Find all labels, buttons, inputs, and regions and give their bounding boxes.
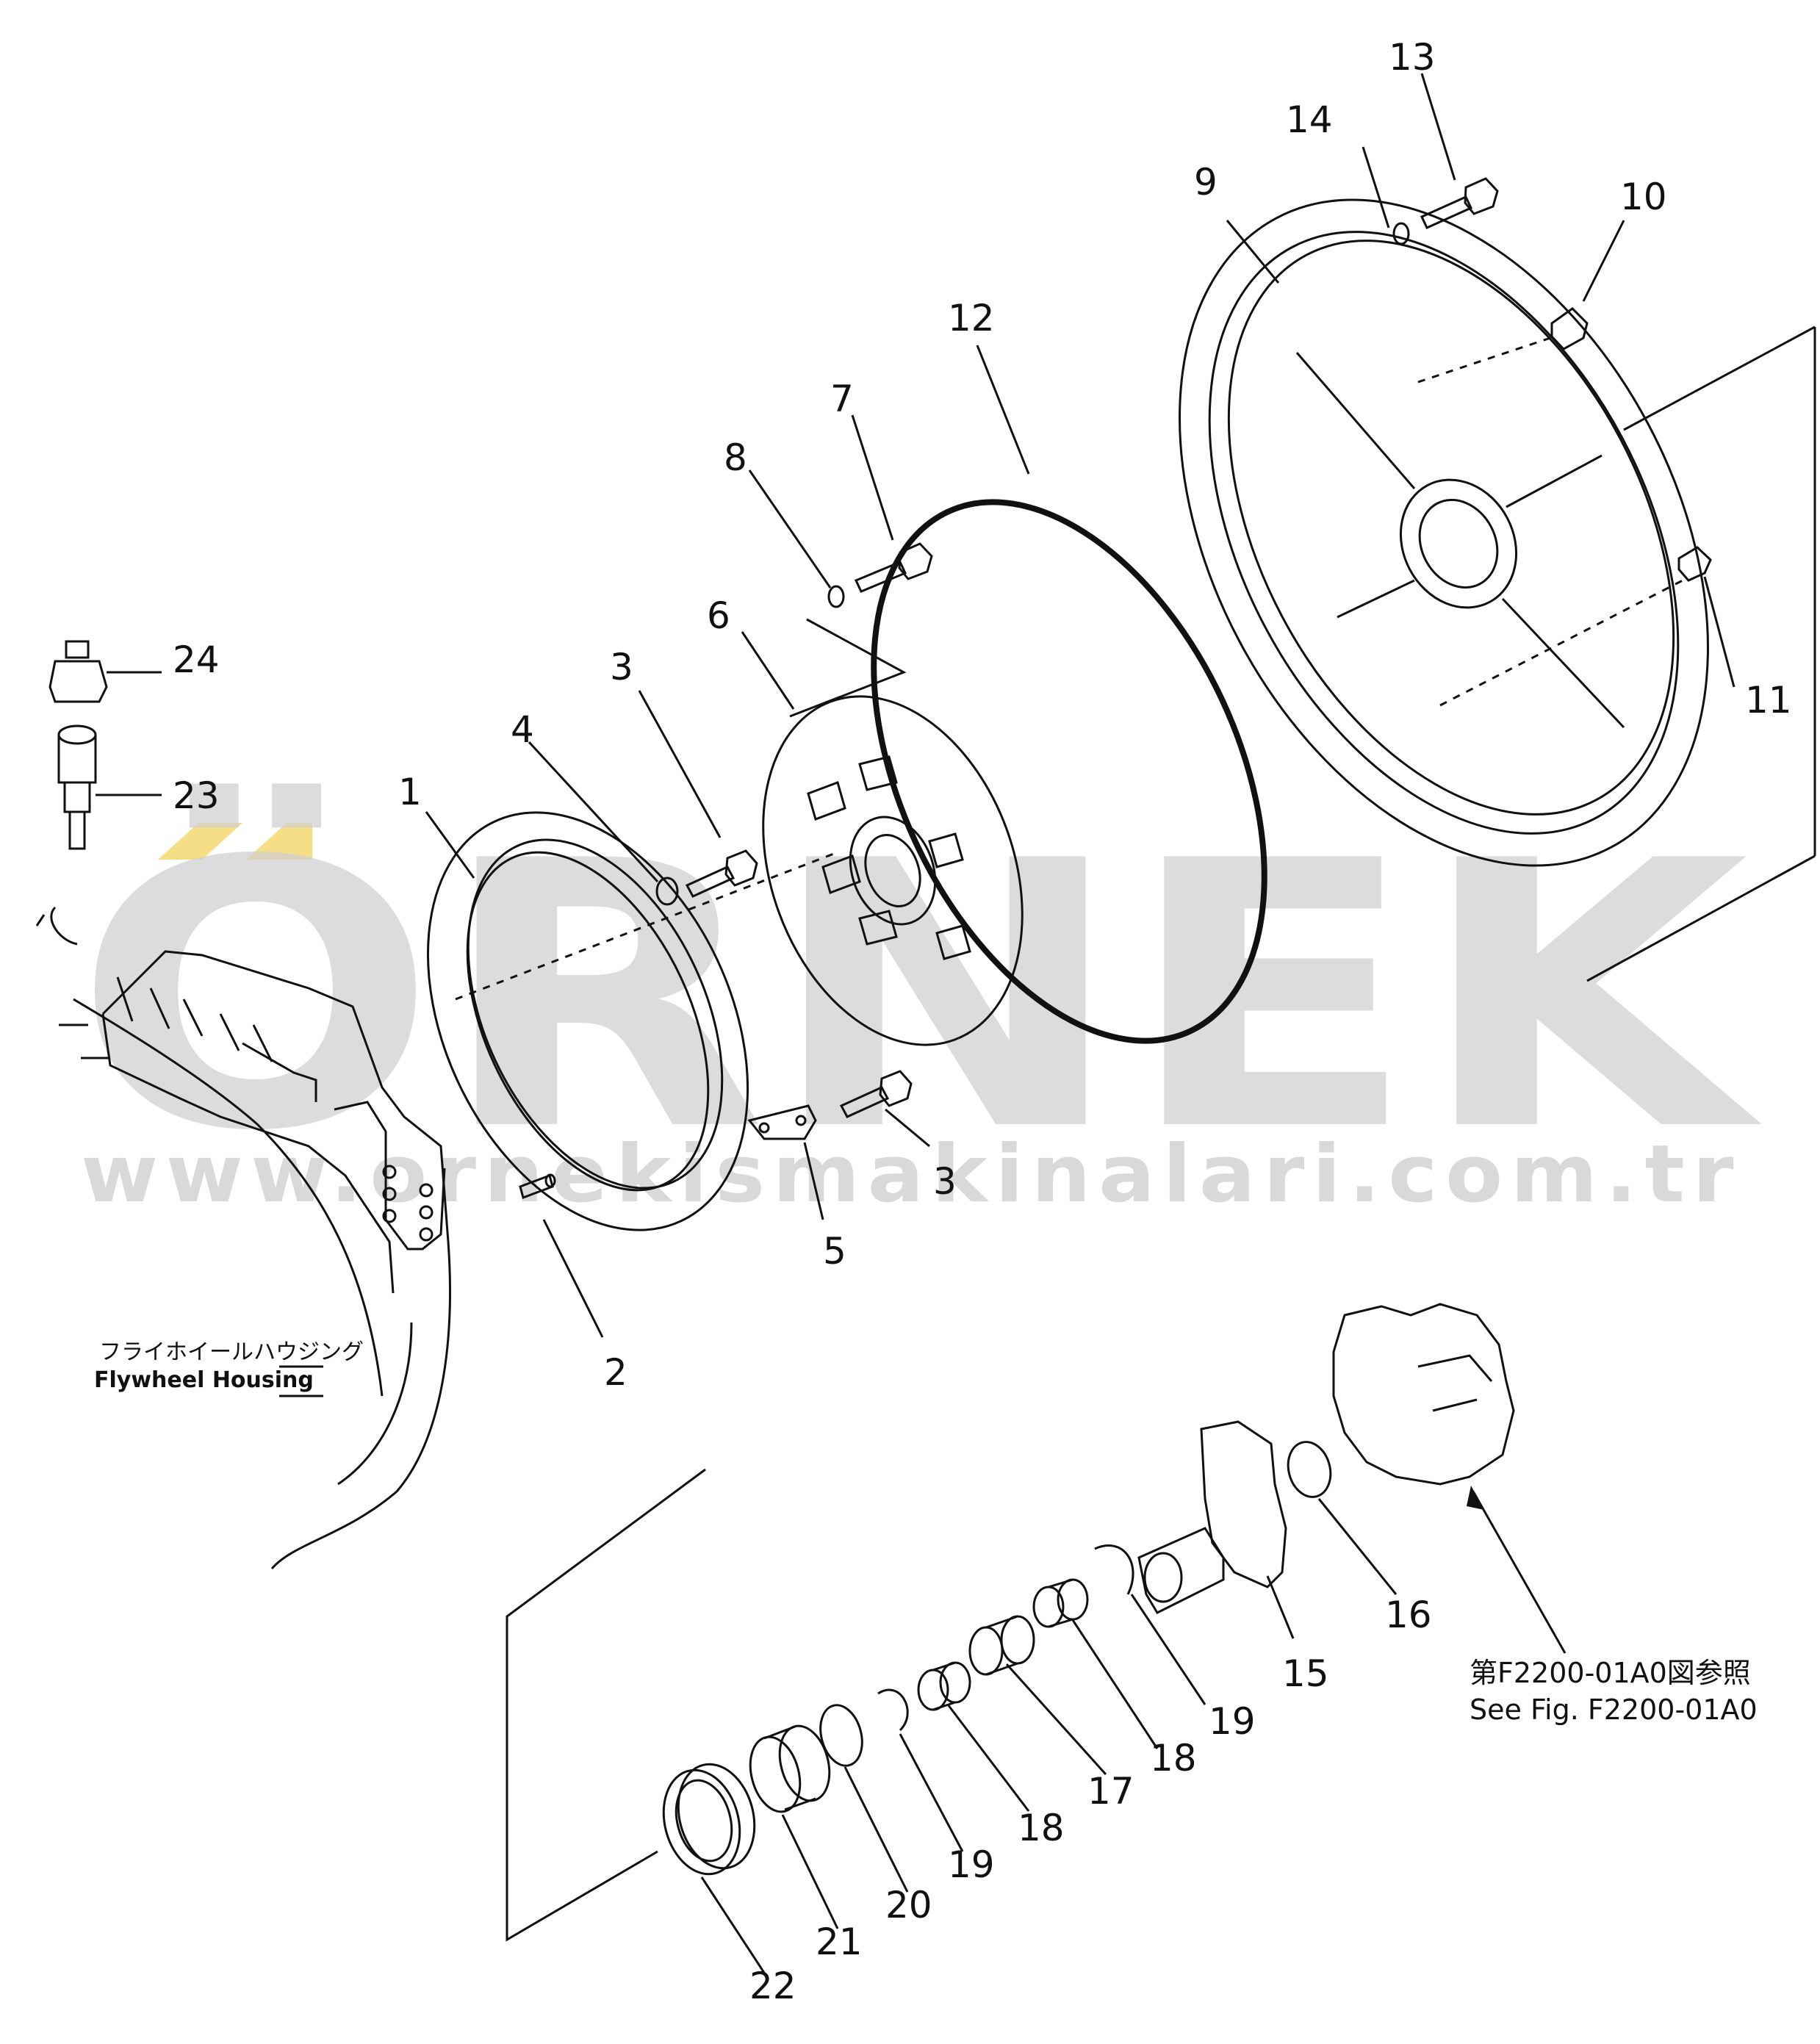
callout-2: 2 bbox=[604, 1351, 627, 1394]
callout-numbers: 1 2 3 3 4 5 6 7 8 9 10 11 12 13 14 15 16… bbox=[173, 36, 1792, 2007]
see-fig-arrow bbox=[1472, 1491, 1567, 1654]
axis-dashed-upper bbox=[1417, 337, 1551, 384]
part-24-sensor-cap bbox=[48, 640, 162, 703]
callout-21: 21 bbox=[816, 1921, 863, 1963]
callout-6: 6 bbox=[707, 594, 730, 637]
callout-18-upper: 18 bbox=[1150, 1737, 1197, 1779]
part-4-washer bbox=[655, 877, 679, 906]
part-7-bolt bbox=[854, 542, 933, 593]
callout-5: 5 bbox=[823, 1230, 846, 1273]
flywheel-housing bbox=[35, 906, 451, 1569]
part-15-output-hub bbox=[1137, 1420, 1287, 1614]
watermark-url: www.ornekismakinalari.com.tr bbox=[81, 1129, 1741, 1220]
callout-18-lower: 18 bbox=[1018, 1807, 1065, 1849]
umlaut-mark-left bbox=[158, 823, 242, 860]
callout-8: 8 bbox=[724, 436, 747, 479]
callout-15: 15 bbox=[1282, 1652, 1329, 1695]
part-13-bolt bbox=[1420, 177, 1499, 229]
callout-12: 12 bbox=[948, 297, 995, 339]
callout-19-upper: 19 bbox=[1209, 1700, 1256, 1743]
callout-4: 4 bbox=[511, 708, 534, 751]
part-3-bolt-upper bbox=[685, 849, 758, 898]
see-fig-label-en: See Fig. F2200-01A0 bbox=[1470, 1694, 1758, 1726]
part-16-snap-ring bbox=[1287, 1441, 1332, 1498]
callout-3-lower: 3 bbox=[933, 1160, 957, 1203]
part-18-bearing-upper bbox=[1032, 1578, 1089, 1628]
callout-9: 9 bbox=[1194, 161, 1217, 204]
lower-group-bracket bbox=[506, 1468, 706, 1942]
part-23-sensor-body bbox=[57, 724, 162, 850]
flywheel-housing-label-en: Flywheel Housing bbox=[94, 1367, 314, 1393]
leader-6-7-8 bbox=[789, 618, 907, 718]
part-21-bushing bbox=[749, 1724, 831, 1813]
see-fig-arrowhead bbox=[1467, 1486, 1484, 1510]
part-9-cover-housing bbox=[1179, 198, 1816, 982]
part-5-lock-plate bbox=[747, 1104, 817, 1140]
part-8-washer bbox=[827, 585, 845, 608]
callout-17: 17 bbox=[1087, 1770, 1134, 1813]
part-2-dowel-pin bbox=[519, 1173, 556, 1199]
axis-dashed-left bbox=[455, 851, 838, 1001]
callout-16: 16 bbox=[1385, 1594, 1432, 1636]
part-17-spacer bbox=[968, 1615, 1035, 1676]
part-20-o-ring bbox=[819, 1704, 863, 1767]
callout-24: 24 bbox=[173, 638, 220, 681]
part-11-plug bbox=[1677, 546, 1712, 582]
leader-lines bbox=[425, 73, 1736, 1973]
callout-13: 13 bbox=[1389, 36, 1436, 79]
callout-14: 14 bbox=[1286, 98, 1333, 141]
callout-20: 20 bbox=[885, 1884, 932, 1926]
referenced-coupling-assembly bbox=[1332, 1303, 1515, 1486]
callout-10: 10 bbox=[1620, 176, 1667, 218]
callout-11: 11 bbox=[1745, 679, 1792, 721]
part-19-snap-ring-lower bbox=[877, 1688, 909, 1732]
flywheel-housing-label-jp: フライホイールハウジング bbox=[99, 1339, 364, 1365]
callout-3-upper: 3 bbox=[610, 646, 633, 688]
callout-19-lower: 19 bbox=[948, 1843, 995, 1886]
part-12-o-ring bbox=[871, 499, 1267, 1044]
part-10-plug bbox=[1550, 307, 1589, 350]
callout-7: 7 bbox=[830, 378, 854, 420]
callout-1: 1 bbox=[398, 771, 422, 813]
part-19-snap-ring-upper bbox=[1094, 1544, 1134, 1595]
part-18-bearing-lower bbox=[917, 1661, 971, 1711]
part-1-ring-gear bbox=[426, 811, 749, 1231]
axis-dashed-lower bbox=[1439, 579, 1683, 707]
part-3-bolt-lower bbox=[839, 1070, 913, 1118]
umlaut-mark-right bbox=[246, 823, 312, 860]
see-fig-label-jp: 第F2200-01A0図参照 bbox=[1470, 1657, 1751, 1689]
callout-23: 23 bbox=[173, 774, 220, 817]
part-22-oil-seal bbox=[662, 1763, 756, 1876]
callout-22: 22 bbox=[749, 1965, 796, 2007]
part-14-washer bbox=[1392, 222, 1410, 245]
